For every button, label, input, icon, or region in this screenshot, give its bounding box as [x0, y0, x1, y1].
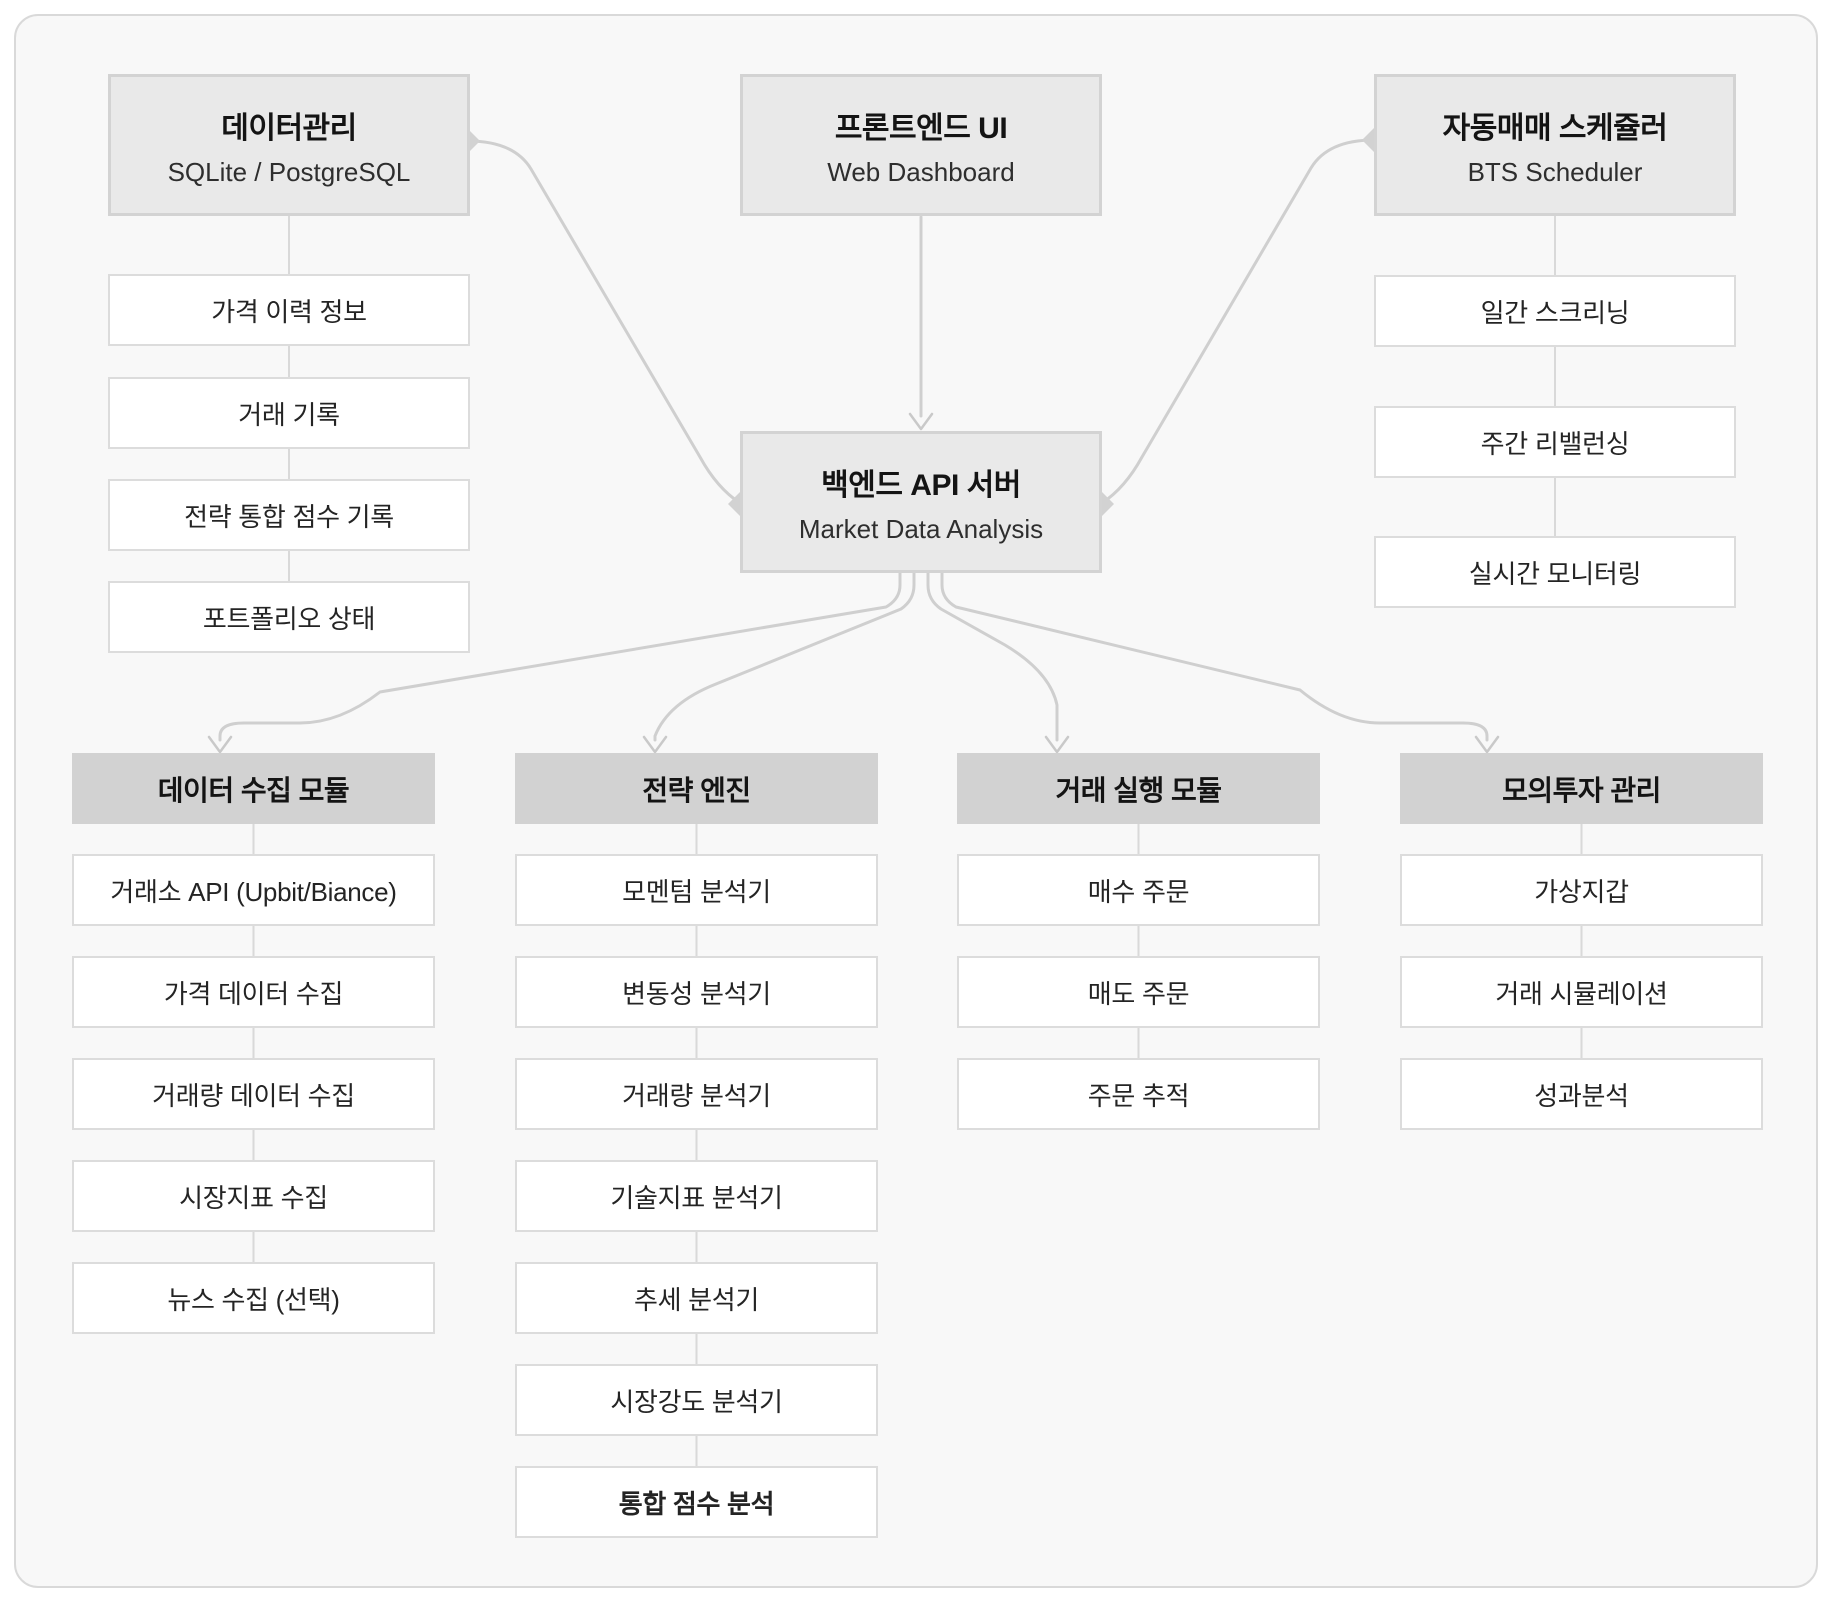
col-header-paper-trading: 모의투자 관리 — [1400, 753, 1763, 824]
item-order-tracking: 주문 추적 — [957, 1058, 1320, 1130]
item-realtime-monitoring: 실시간 모니터링 — [1374, 536, 1736, 608]
node-auto-trade-scheduler: 자동매매 스케쥴러 BTS Scheduler — [1374, 74, 1736, 216]
item-trade-records: 거래 기록 — [108, 377, 470, 449]
wire-backend-to-trade-execution — [926, 571, 1059, 742]
item-buy-order: 매수 주문 — [957, 854, 1320, 926]
node-title: 데이터관리 — [221, 111, 357, 145]
item-weekly-rebalancing: 주간 리밸런싱 — [1374, 406, 1736, 478]
node-subtitle: SQLite / PostgreSQL — [167, 156, 411, 187]
node-backend-api-server: 백엔드 API 서버 Market Data Analysis — [740, 431, 1102, 573]
arrow-into-strategy-engine-icon — [642, 735, 668, 754]
wire-backend-to-data-collection — [218, 571, 902, 742]
col-header-trade-execution: 거래 실행 모듈 — [957, 753, 1320, 824]
node-subtitle: Market Data Analysis — [798, 513, 1044, 544]
arrow-into-data-collection-icon — [207, 735, 233, 754]
item-integrated-score-analysis: 통합 점수 분석 — [515, 1466, 878, 1538]
node-frontend-ui: 프론트엔드 UI Web Dashboard — [740, 74, 1102, 216]
col-header-data-collection: 데이터 수집 모듈 — [72, 753, 435, 824]
item-exchange-api: 거래소 API (Upbit/Biance) — [72, 854, 435, 926]
arrow-into-trade-execution-icon — [1044, 735, 1070, 754]
item-price-history: 가격 이력 정보 — [108, 274, 470, 346]
item-volatility-analyzer: 변동성 분석기 — [515, 956, 878, 1028]
item-price-data-collection: 가격 데이터 수집 — [72, 956, 435, 1028]
item-sell-order: 매도 주문 — [957, 956, 1320, 1028]
node-subtitle: BTS Scheduler — [1467, 156, 1643, 187]
item-volume-data-collection: 거래량 데이터 수집 — [72, 1058, 435, 1130]
arrow-into-paper-trading-icon — [1474, 735, 1500, 754]
wire-data-management-to-backend — [466, 139, 742, 505]
item-volume-analyzer: 거래량 분석기 — [515, 1058, 878, 1130]
item-market-strength-analyzer: 시장강도 분석기 — [515, 1364, 878, 1436]
item-news-collection: 뉴스 수집 (선택) — [72, 1262, 435, 1334]
item-trade-simulation: 거래 시뮬레이션 — [1400, 956, 1763, 1028]
node-data-management: 데이터관리 SQLite / PostgreSQL — [108, 74, 470, 216]
node-subtitle: Web Dashboard — [827, 156, 1015, 187]
arrow-into-backend-icon — [908, 412, 934, 431]
item-performance-analysis: 성과분석 — [1400, 1058, 1763, 1130]
wire-backend-to-strategy-engine — [653, 571, 916, 742]
item-virtual-wallet: 가상지갑 — [1400, 854, 1763, 926]
item-market-indicator-collection: 시장지표 수집 — [72, 1160, 435, 1232]
wire-backend-to-paper-trading — [940, 571, 1489, 742]
item-trend-analyzer: 추세 분석기 — [515, 1262, 878, 1334]
col-header-strategy-engine: 전략 엔진 — [515, 753, 878, 824]
wire-scheduler-to-backend — [1100, 138, 1376, 505]
node-title: 자동매매 스케쥴러 — [1442, 111, 1668, 145]
stub-lines — [252, 216, 1583, 1466]
node-title: 프론트엔드 UI — [834, 111, 1008, 145]
item-momentum-analyzer: 모멘텀 분석기 — [515, 854, 878, 926]
item-technical-indicator-analyzer: 기술지표 분석기 — [515, 1160, 878, 1232]
item-daily-screening: 일간 스크리닝 — [1374, 275, 1736, 347]
item-portfolio-status: 포트폴리오 상태 — [108, 581, 470, 653]
node-title: 백엔드 API 서버 — [821, 468, 1021, 502]
item-strategy-score-records: 전략 통합 점수 기록 — [108, 479, 470, 551]
